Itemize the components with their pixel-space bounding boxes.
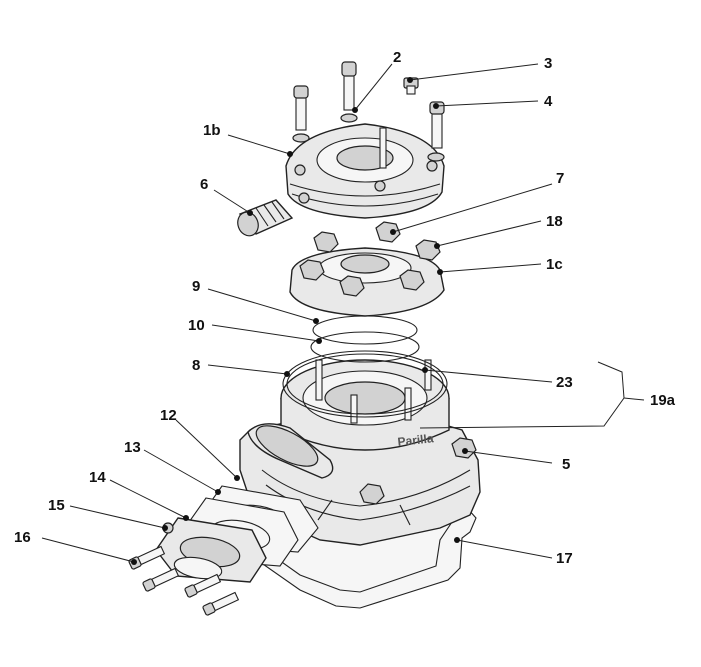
callout-9: 9 — [192, 278, 200, 295]
callout-14: 14 — [89, 469, 106, 486]
leader-lines — [41, 63, 645, 565]
head-cover — [285, 123, 445, 219]
callout-17: 17 — [556, 550, 573, 567]
callout-18: 18 — [546, 213, 563, 230]
callout-19a: 19a — [650, 392, 676, 409]
callout-5: 5 — [562, 456, 570, 473]
callout-16: 16 — [14, 529, 31, 546]
spark-plug-adapter — [237, 199, 294, 237]
callout-4: 4 — [544, 93, 553, 110]
gasket-ring-8 — [282, 350, 448, 418]
callout-8: 8 — [192, 357, 200, 374]
flange-bolts — [128, 522, 240, 616]
callout-7: 7 — [556, 170, 564, 187]
callout-12: 12 — [160, 407, 177, 424]
brand-mark: Parilla — [397, 431, 435, 449]
callout-23: 23 — [556, 374, 573, 391]
callout-15: 15 — [48, 497, 65, 514]
callout-3: 3 — [544, 55, 552, 72]
callout-13: 13 — [124, 439, 141, 456]
callout-1b: 1b — [203, 122, 221, 139]
callout-10: 10 — [188, 317, 205, 334]
head-insert — [289, 221, 445, 317]
callout-6: 6 — [200, 176, 208, 193]
callout-labels: 2 3 4 1b 6 7 18 1c 9 10 8 23 19a 12 13 5… — [14, 49, 676, 567]
callout-2: 2 — [393, 49, 401, 66]
intake-flange — [155, 517, 267, 583]
callout-1c: 1c — [546, 256, 563, 273]
